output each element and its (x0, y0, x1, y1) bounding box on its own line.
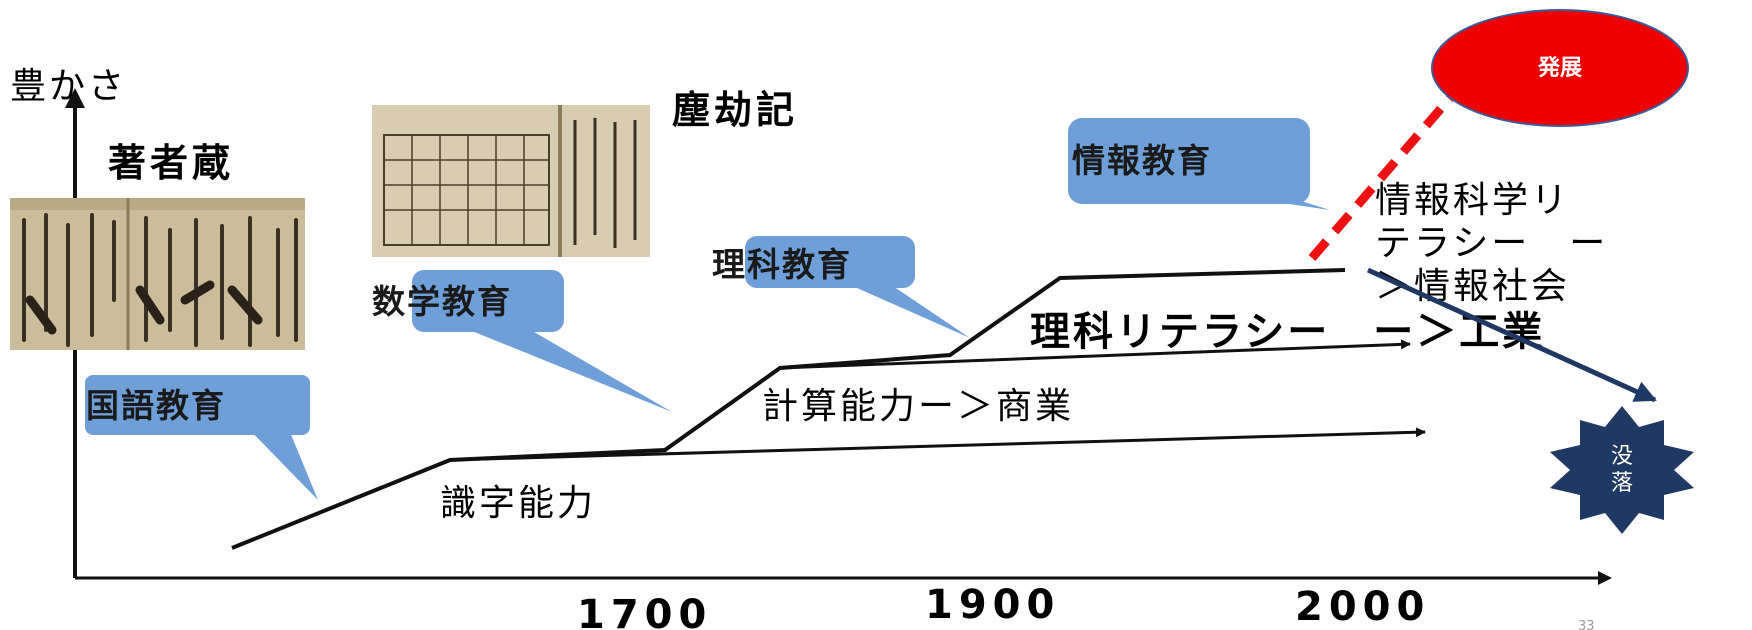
callout-sugaku: 数学教育 (372, 270, 672, 412)
hatten-label: 発展 (1537, 56, 1582, 81)
callout-kokugo-text: 国語教育 (86, 386, 226, 425)
botsuraku-label-2: 落 (1611, 471, 1633, 496)
botsuraku-label-1: 没 (1611, 444, 1633, 469)
hatten-circle: 発展 (1431, 9, 1689, 127)
shikiji-trend-arrow (449, 427, 1426, 462)
callout-joho-text: 情報教育 (1072, 141, 1212, 180)
jinkouki-book-image (372, 105, 650, 257)
joho-literacy-line2: テラシー ー (1375, 223, 1608, 264)
callout-sugaku-text: 数学教育 (372, 282, 512, 321)
year-1700: 1700 (577, 592, 712, 630)
callout-joho: 情報教育 (1068, 118, 1330, 210)
year-1900: 1900 (925, 582, 1060, 628)
rika-trend-arrow (779, 339, 1411, 370)
joho-literacy-line1: 情報科学リ (1375, 180, 1570, 221)
x-axis-arrowhead (1598, 571, 1612, 585)
rika-literacy-label: 理科リテラシー ー＞工業 (1030, 309, 1545, 355)
year-2000: 2000 (1295, 584, 1430, 630)
jinkouki-label: 塵劫記 (672, 88, 798, 132)
book-credit-label: 著者蔵 (108, 141, 234, 185)
hatten-dashed-arrow (1308, 95, 1454, 261)
botsuraku-arrow (1366, 267, 1657, 403)
y-axis-arrowhead (65, 88, 85, 108)
keisan-label: 計算能力ー＞商業 (762, 386, 1074, 427)
old-book-image (10, 198, 305, 350)
botsuraku-starburst: 没 落 (1550, 406, 1694, 534)
y-axis-label: 豊かさ (10, 66, 127, 107)
callout-rika-text: 理科教育 (712, 245, 852, 284)
callout-rika: 理科教育 (712, 236, 970, 338)
page-number: 33 (1578, 619, 1595, 630)
callout-kokugo: 国語教育 (85, 375, 318, 500)
shikiji-label: 識字能力 (440, 483, 596, 524)
